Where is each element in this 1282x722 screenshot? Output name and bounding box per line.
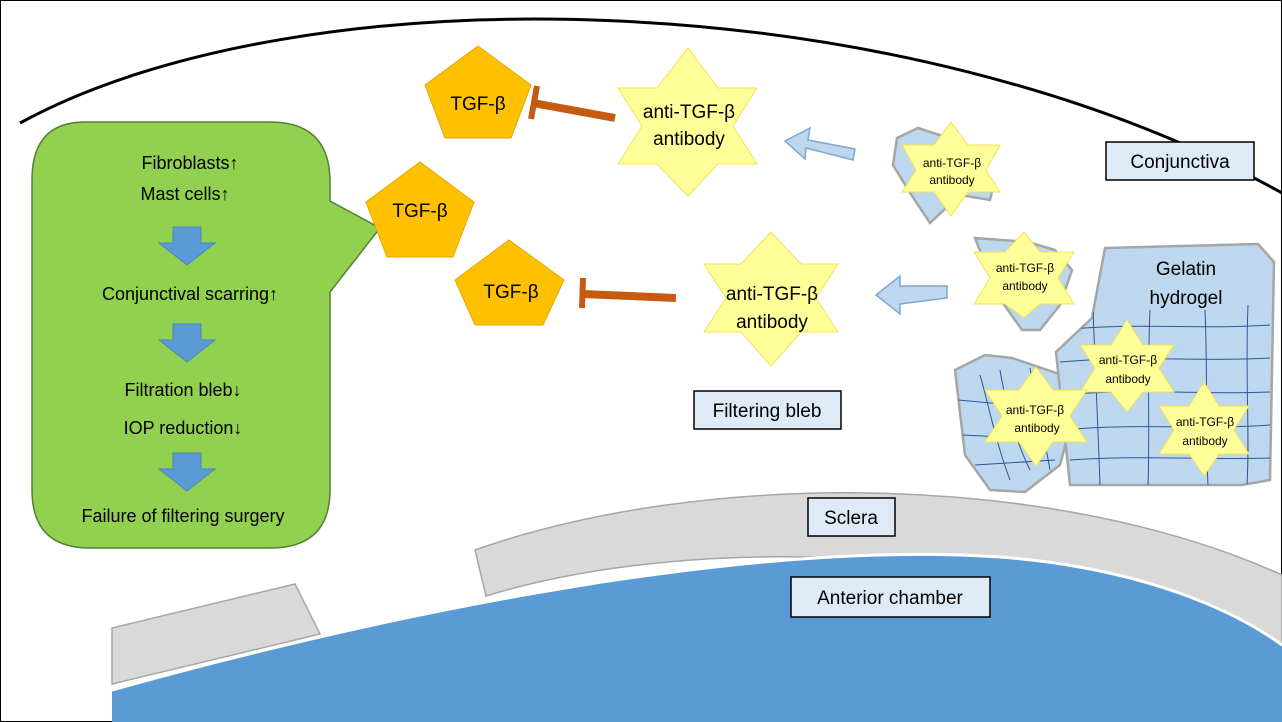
release-arrow-top (783, 126, 856, 161)
antibody-star-top: anti-TGF-β antibody (617, 47, 758, 197)
antibody-star-small-2: anti-TGF-β antibody (973, 231, 1075, 319)
tgf-beta-label-top: TGF-β (450, 94, 505, 115)
label-anterior-chamber: Anterior chamber (790, 576, 991, 618)
label-filtering-bleb: Filtering bleb (693, 390, 842, 430)
flow-fibroblasts: Fibroblasts↑ (141, 153, 238, 173)
hydrogel-label-line2: hydrogel (1150, 288, 1223, 309)
sclera-left-segment (111, 583, 322, 685)
label-anterior-chamber-text: Anterior chamber (817, 588, 963, 609)
antibody-small-3-line2: antibody (1105, 372, 1150, 386)
antibody-star-small-5: anti-TGF-β antibody (1158, 381, 1250, 477)
antibody-star-small-1: anti-TGF-β antibody (901, 121, 1001, 217)
antibody-top-line1: anti-TGF-β (643, 102, 735, 123)
label-conjunctiva: Conjunctiva (1105, 141, 1255, 181)
antibody-small-4-line1: anti-TGF-β (1006, 403, 1064, 417)
antibody-bottom-line2: antibody (736, 312, 808, 333)
flow-failure: Failure of filtering surgery (81, 506, 284, 526)
inhibition-line-top (528, 85, 616, 122)
flow-down-arrow-3 (157, 452, 217, 492)
antibody-small-1-line1: anti-TGF-β (923, 156, 981, 170)
tgf-beta-pentagon-middle: TGF-β (365, 161, 475, 258)
antibody-small-5-line2: antibody (1182, 434, 1227, 448)
label-filtering-bleb-text: Filtering bleb (713, 401, 822, 422)
flow-filtration-bleb: Filtration bleb↓ (124, 380, 241, 400)
antibody-top-line2: antibody (653, 129, 725, 150)
antibody-small-1-line2: antibody (929, 173, 974, 187)
sclera-band (474, 492, 1282, 659)
tgf-beta-pentagon-bottom: TGF-β (454, 239, 565, 326)
conjunctiva-curve (19, 17, 1282, 195)
label-sclera-text: Sclera (824, 508, 878, 529)
antibody-small-2-line1: anti-TGF-β (996, 261, 1054, 275)
anterior-chamber-edge (111, 552, 1282, 692)
antibody-star-bottom: anti-TGF-β antibody (703, 231, 839, 367)
flow-conjunctival-scarring: Conjunctival scarring↑ (102, 284, 278, 304)
antibody-small-2-line2: antibody (1002, 279, 1047, 293)
antibody-star-small-4: anti-TGF-β antibody (984, 366, 1088, 467)
tgf-beta-pentagon-top: TGF-β (424, 45, 532, 139)
flow-iop-reduction: IOP reduction↓ (124, 418, 243, 438)
flow-callout-box (31, 121, 382, 549)
flow-mast-cells: Mast cells↑ (140, 184, 229, 204)
tgf-beta-label-bottom: TGF-β (483, 282, 538, 303)
antibody-small-3-line1: anti-TGF-β (1099, 353, 1157, 367)
flow-down-arrow-2 (157, 323, 217, 363)
antibody-star-small-3: anti-TGF-β antibody (1079, 319, 1175, 413)
release-arrow-bottom (874, 274, 948, 316)
flow-down-arrow-1 (157, 226, 217, 266)
antibody-small-5-line1: anti-TGF-β (1176, 415, 1234, 429)
antibody-bottom-line1: anti-TGF-β (726, 284, 818, 305)
hydrogel-label-line1: Gelatin (1156, 259, 1216, 280)
label-sclera: Sclera (807, 497, 896, 537)
antibody-small-4-line2: antibody (1014, 421, 1059, 435)
label-conjunctiva-text: Conjunctiva (1130, 152, 1230, 173)
tgf-beta-label-middle: TGF-β (392, 201, 447, 222)
inhibition-line-bottom (579, 277, 677, 309)
